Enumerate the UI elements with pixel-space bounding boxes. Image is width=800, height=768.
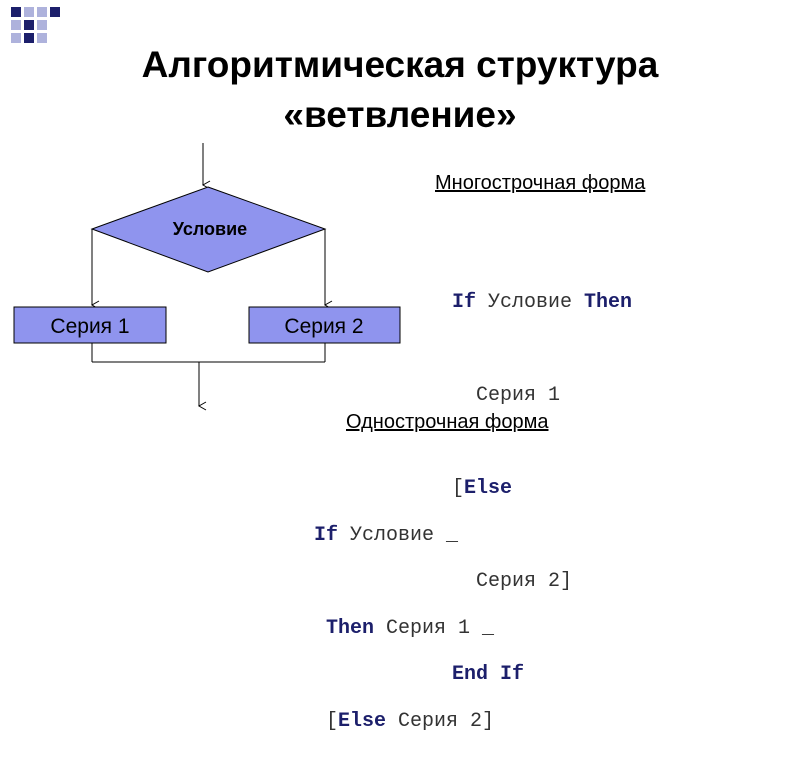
code-line: Then Серия 1 _ (314, 613, 494, 644)
corner-square (24, 33, 34, 43)
corner-square (24, 20, 34, 30)
series-1-box (13, 306, 167, 344)
code-line: Серия 2] (452, 566, 632, 597)
corner-square (11, 20, 21, 30)
code-line: Серия 1 (452, 380, 632, 411)
title-line-2: «ветвление» (283, 94, 517, 135)
series-1-text: Серия 1 (452, 384, 561, 407)
series-2-label: Серия 2 (284, 315, 363, 338)
branching-flowchart: Условие Серия 1 Серия 2 (13, 143, 401, 411)
condition-text: Условие (476, 291, 585, 314)
corner-square (11, 33, 21, 43)
corner-square (37, 7, 47, 17)
code-line: [Else Серия 2] (314, 706, 494, 737)
corner-square (50, 7, 60, 17)
bracket-open: [ (314, 710, 339, 733)
series-2-text: Серия 2] (386, 710, 495, 733)
corner-square (24, 7, 34, 17)
keyword-else: Else (464, 477, 513, 500)
keyword-if: If (314, 524, 339, 547)
series-1-label: Серия 1 (50, 315, 129, 338)
singleline-code: If Условие _ Then Серия 1 _ [Else Серия … (314, 458, 494, 768)
code-line: If Условие _ (314, 520, 494, 551)
condition-text: Условие _ (338, 524, 459, 547)
multiline-heading: Многострочная форма (435, 172, 646, 194)
corner-square (37, 33, 47, 43)
indent (314, 617, 326, 640)
condition-label: Условие (173, 219, 247, 239)
bracket-open: [ (452, 477, 465, 500)
page-title: Алгоритмическая структура «ветвление» (0, 40, 800, 140)
title-line-1: Алгоритмическая структура (141, 44, 659, 85)
keyword-then: Then (326, 617, 375, 640)
corner-square (11, 7, 21, 17)
singleline-heading: Однострочная форма (346, 411, 549, 433)
keyword-if: If (452, 291, 477, 314)
code-line: [Else (452, 473, 632, 504)
code-line: If Условие Then (452, 287, 632, 318)
multiline-code: If Условие Then Серия 1 [Else Серия 2] E… (452, 225, 632, 721)
keyword-then: Then (584, 291, 633, 314)
condition-diamond (90, 186, 327, 273)
series-1-text: Серия 1 _ (374, 617, 495, 640)
series-2-text: Серия 2] (452, 570, 573, 593)
corner-square (37, 20, 47, 30)
keyword-else: Else (338, 710, 387, 733)
